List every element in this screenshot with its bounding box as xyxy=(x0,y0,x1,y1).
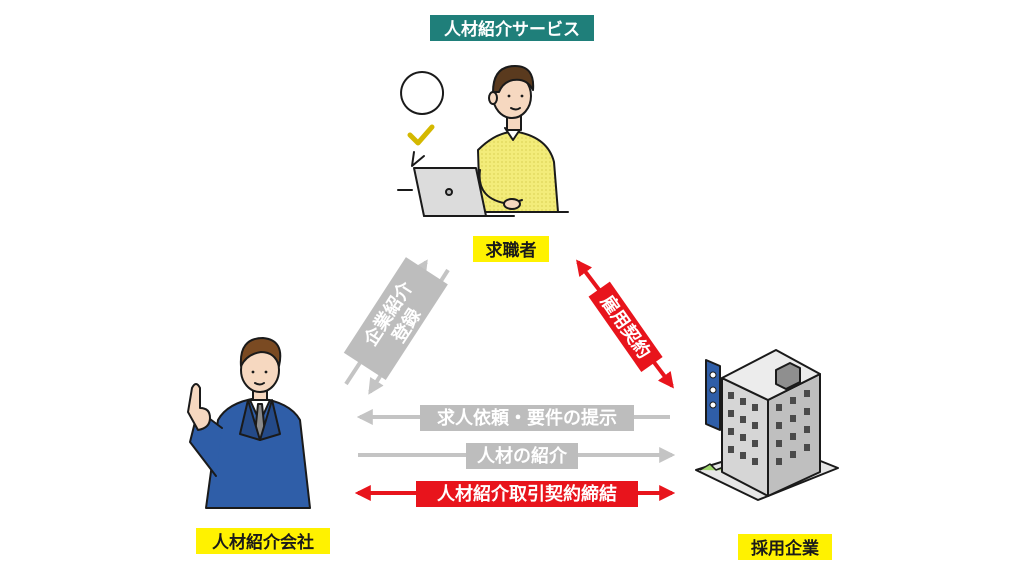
job-request-arrow: 求人依頼・要件の提示 xyxy=(356,405,670,431)
svg-text:採用企業: 採用企業 xyxy=(751,538,819,559)
agency-person-illustration xyxy=(187,337,311,509)
svg-text:人材紹介会社: 人材紹介会社 xyxy=(212,532,314,553)
checkmark-speech-bubble-icon xyxy=(400,71,445,167)
svg-text:求職者: 求職者 xyxy=(486,240,537,261)
employment-contract-label: 雇用契約 xyxy=(588,281,663,372)
svg-text:雇用契約: 雇用契約 xyxy=(596,291,655,363)
agency-label: 人材紹介会社 xyxy=(196,528,330,554)
employer-label: 採用企業 xyxy=(738,534,832,560)
diagram-title: 人材紹介サービス xyxy=(430,15,594,41)
svg-text:求人依頼・要件の提示: 求人依頼・要件の提示 xyxy=(437,407,617,429)
laptop-icon xyxy=(413,167,515,217)
job-seeker-label: 求職者 xyxy=(473,236,549,262)
seeker-agency-label: 企業紹介 登録 xyxy=(343,257,448,380)
employer-building-illustration xyxy=(695,349,839,501)
svg-text:人材の紹介: 人材の紹介 xyxy=(477,445,568,467)
svg-text:人材紹介サービス: 人材紹介サービス xyxy=(444,19,580,40)
talent-intro-arrow: 人材の紹介 xyxy=(358,443,676,469)
svg-text:人材紹介取引契約締結: 人材紹介取引契約締結 xyxy=(437,483,617,505)
job-seeker-illustration xyxy=(397,65,569,217)
agency-contract-arrow: 人材紹介取引契約締結 xyxy=(354,481,676,507)
